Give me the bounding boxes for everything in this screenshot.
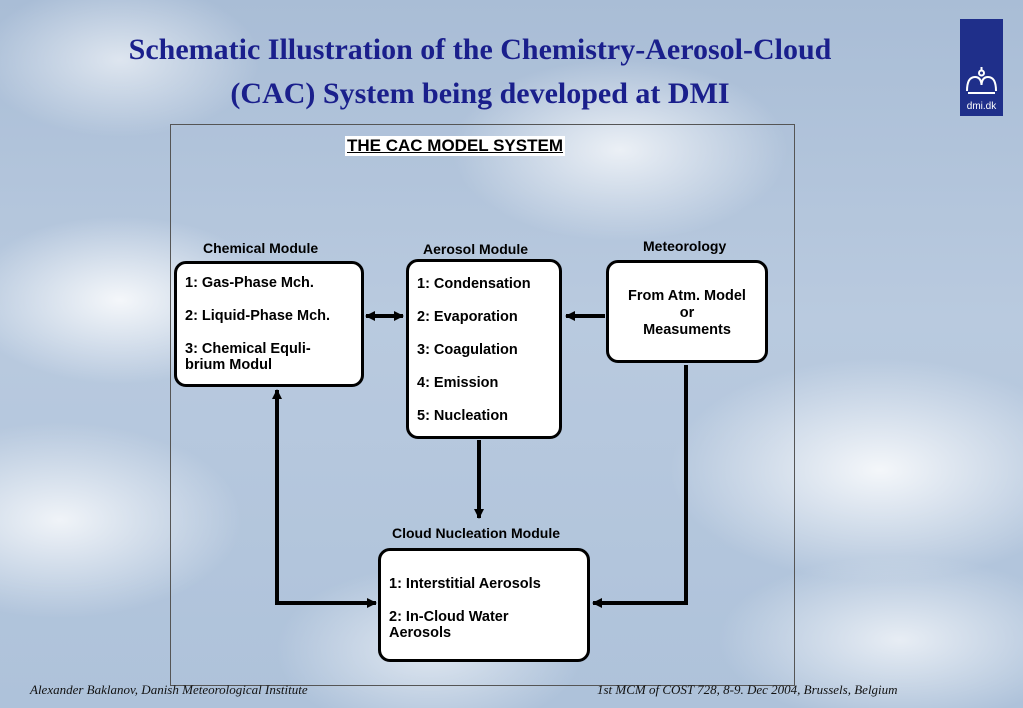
crown-icon (966, 67, 997, 94)
diagram-frame (170, 124, 795, 686)
footer-author: Alexander Baklanov, Danish Meteorologica… (30, 682, 308, 697)
aerosol-item: 5: Nucleation (417, 408, 509, 424)
aerosol-module-box: 1: Condensation 2: Evaporation 3: Coagul… (406, 259, 562, 439)
cloud-module-box: 1: Interstitial Aerosols 2: In-Cloud Wat… (378, 548, 590, 662)
aerosol-item: 2: Evaporation (417, 309, 518, 325)
dmi-logo: dmi.dk (960, 19, 1003, 116)
meteorology-cloud-arrow (592, 365, 688, 608)
chemical-module-label: Chemical Module (203, 240, 319, 256)
cloud-module-label: Cloud Nucleation Module (392, 525, 560, 541)
slide-title: Schematic Illustration of the Chemistry-… (128, 33, 832, 110)
logo-text: dmi.dk (966, 101, 997, 112)
chemical-item: 3: Chemical Equli- brium Modul (185, 341, 311, 373)
cloud-item: 2: In-Cloud Water Aerosols (389, 609, 509, 641)
meteorology-box: From Atm. Model or Measuments (606, 260, 768, 363)
diagram-title: THE CAC MODEL SYSTEM (345, 136, 565, 156)
chemical-item: 1: Gas-Phase Mch. (185, 275, 314, 291)
meteorology-label: Meteorology (643, 238, 727, 254)
chemical-module-box: 1: Gas-Phase Mch. 2: Liquid-Phase Mch. 3… (174, 261, 364, 387)
aerosol-item: 4: Emission (417, 375, 499, 391)
meteorology-item: Measuments (643, 322, 731, 338)
chemical-item: 2: Liquid-Phase Mch. (185, 308, 331, 324)
cloud-chemical-arrow (272, 389, 377, 608)
aerosol-item: 3: Coagulation (417, 342, 518, 358)
aerosol-module-label: Aerosol Module (423, 241, 529, 257)
footer-event: 1st MCM of COST 728, 8-9. Dec 2004, Brus… (597, 682, 898, 697)
cloud-item: 1: Interstitial Aerosols (389, 576, 541, 592)
aerosol-item: 1: Condensation (417, 276, 531, 292)
meteorology-item: or (679, 305, 695, 321)
meteorology-item: From Atm. Model (628, 288, 746, 304)
